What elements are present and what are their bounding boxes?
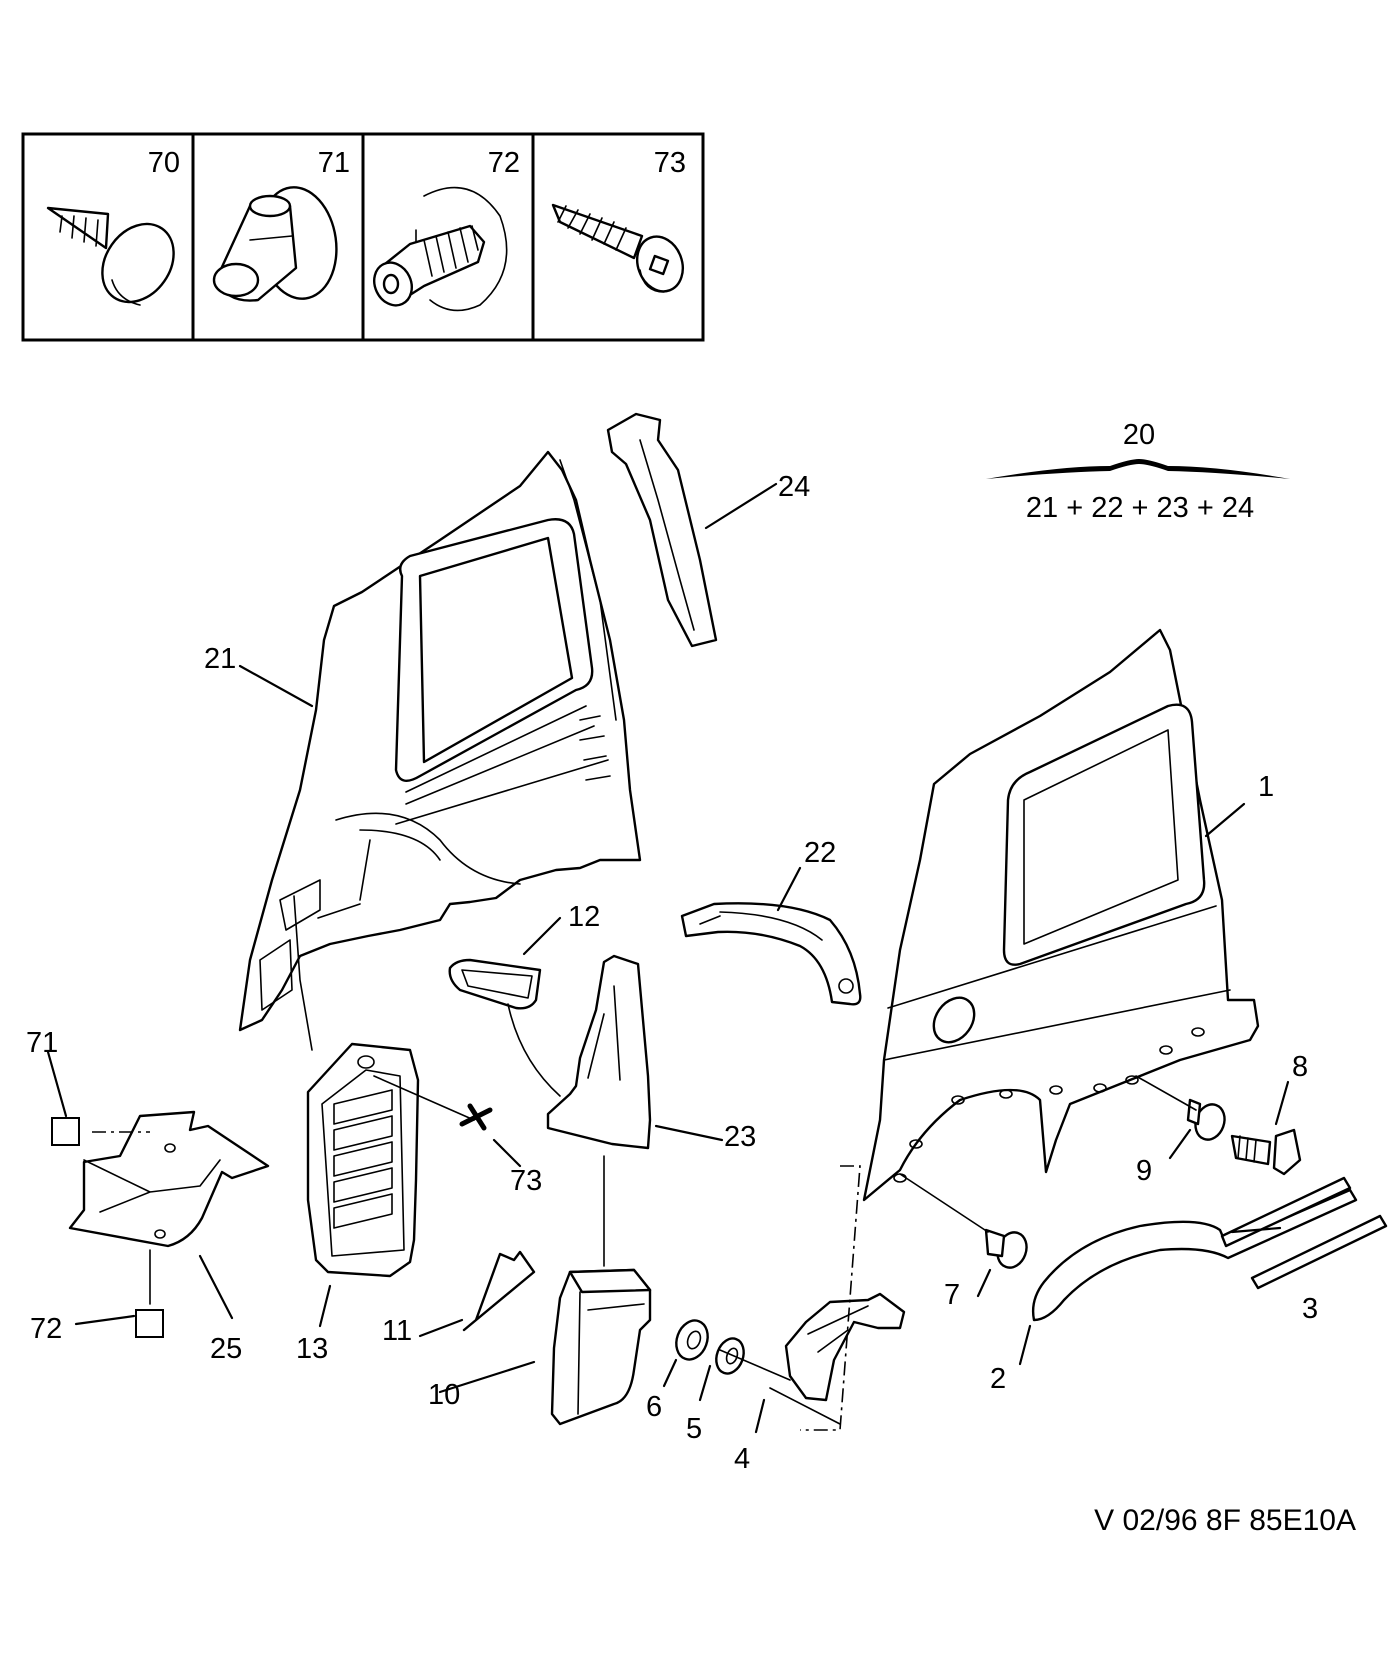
plastic-rivet-icon (46, 206, 175, 306)
fastener-ref-73: 73 (654, 147, 686, 179)
part-10-air-duct (550, 1268, 652, 1426)
callout-24: 24 (778, 471, 810, 503)
fixing-point-cross-icon (459, 1103, 493, 1131)
leader-lines (46, 482, 1290, 1434)
assembly-parent-ref: 20 (1123, 419, 1155, 451)
assembly-children-refs: 21 + 22 + 23 + 24 (1026, 492, 1254, 524)
part-11-filler-panel (462, 1250, 536, 1332)
callout-8: 8 (1292, 1051, 1308, 1083)
part-1-outer-quarter-panel (862, 628, 1260, 1202)
fastener-panel: 70 71 72 73 (21, 132, 705, 342)
fixing-marker-72-icon (135, 1309, 164, 1338)
part-8-screw-clip (1230, 1128, 1302, 1176)
callout-4: 4 (734, 1443, 750, 1475)
callout-9: 9 (1136, 1155, 1152, 1187)
fixing-marker-71-icon (51, 1117, 80, 1146)
callout-71: 71 (26, 1027, 58, 1059)
callout-1: 1 (1258, 771, 1274, 803)
part-22-inner-wheel-arch (680, 902, 862, 1006)
part-21-inner-quarter-panel (238, 450, 642, 1032)
assembly-guide-lines (51, 895, 1197, 1431)
assembly-note: 20 21 + 22 + 23 + 24 (986, 419, 1290, 524)
callout-11: 11 (382, 1315, 412, 1347)
fastener-ref-70: 70 (148, 147, 180, 179)
callout-7: 7 (944, 1279, 960, 1311)
callout-5: 5 (686, 1413, 702, 1445)
callout-2: 2 (990, 1363, 1006, 1395)
part-4-hinge-arm (784, 1292, 906, 1402)
callout-25: 25 (210, 1333, 242, 1365)
part-25-corner-reinforcement (68, 1110, 270, 1248)
part-3-sill-strip (1250, 1214, 1388, 1290)
part-13-ventilation-grille (306, 1042, 420, 1278)
part-23-rear-bracket (546, 954, 652, 1150)
callout-13: 13 (296, 1333, 328, 1365)
fastener-ref-71: 71 (318, 147, 350, 179)
callout-12: 12 (568, 901, 600, 933)
callout-10: 10 (428, 1379, 460, 1411)
callout-21: 21 (204, 643, 236, 675)
part-5-bush (715, 1337, 745, 1375)
part-12-trim-seal (448, 958, 542, 1010)
assembly-brace (986, 459, 1290, 479)
part-7-clip (984, 1228, 1028, 1269)
callout-72: 72 (30, 1313, 62, 1345)
callout-22: 22 (804, 837, 836, 869)
part-9-cap (1186, 1098, 1226, 1141)
push-clip-icon (212, 186, 338, 302)
callout-23: 23 (724, 1121, 756, 1153)
part-6-grommet (675, 1319, 709, 1361)
diagram-reference-code: V 02/96 8F 85E10A (1094, 1504, 1356, 1537)
callout-3: 3 (1302, 1293, 1318, 1325)
callout-6: 6 (646, 1391, 662, 1423)
self-tapping-screw-icon (551, 203, 684, 293)
fir-tree-clip-icon (373, 186, 508, 312)
fastener-ref-72: 72 (488, 147, 520, 179)
part-2-arch-moulding (1031, 1176, 1358, 1322)
callout-73: 73 (510, 1165, 542, 1197)
callouts: 21 24 22 12 23 1 8 9 7 3 2 4 5 6 10 11 1… (26, 471, 1318, 1475)
part-24-rear-pillar (606, 412, 718, 648)
